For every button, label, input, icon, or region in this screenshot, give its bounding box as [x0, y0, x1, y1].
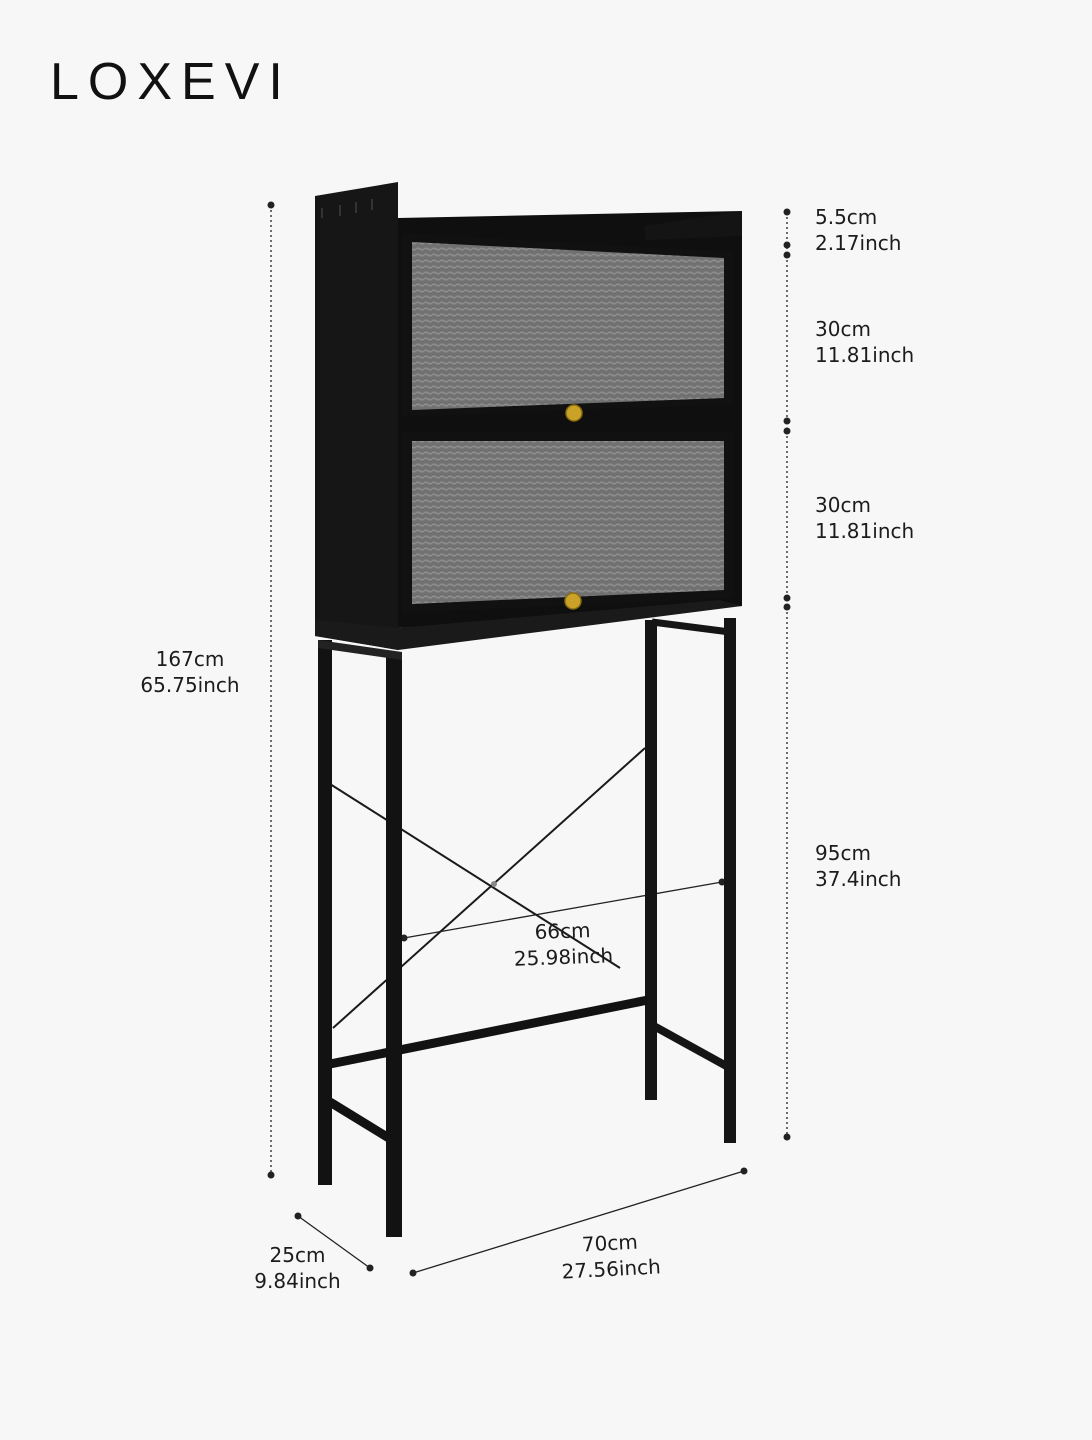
top-gap-cm: 5.5cm — [815, 205, 878, 229]
dimension-total-height: 167cm 65.75inch — [140, 646, 240, 698]
dimension-lines — [267, 201, 791, 1277]
upper-cabinet-cm: 30cm — [815, 317, 871, 341]
depth-cm: 25cm — [269, 1243, 326, 1267]
depth-inch: 9.84inch — [254, 1269, 341, 1293]
dimension-width: 70cm 27.56inch — [552, 1227, 670, 1285]
cabinet-illustration — [315, 182, 742, 1237]
inner-width-inch: 25.98inch — [513, 943, 614, 971]
dimension-lower-cabinet: 30cm 11.81inch — [815, 492, 914, 544]
inner-width-cm: 66cm — [534, 918, 591, 944]
brand-logo: LOXEVI — [50, 53, 292, 111]
leg-height-inch: 37.4inch — [815, 867, 902, 891]
total-height-cm: 167cm — [155, 647, 225, 671]
lower-cabinet-inch: 11.81inch — [815, 519, 915, 543]
dimension-inner-width: 66cm 25.98inch — [507, 916, 619, 972]
upper-cabinet-inch: 11.81inch — [815, 343, 915, 367]
lower-cabinet-cm: 30cm — [815, 493, 871, 517]
top-gap-inch: 2.17inch — [815, 231, 902, 255]
dimension-leg-height: 95cm 37.4inch — [815, 840, 901, 892]
leg-height-cm: 95cm — [815, 841, 871, 865]
dimension-top-gap: 5.5cm 2.17inch — [815, 204, 901, 256]
dimension-upper-cabinet: 30cm 11.81inch — [815, 316, 914, 368]
total-height-inch: 65.75inch — [140, 673, 240, 697]
dimension-depth: 25cm 9.84inch — [245, 1242, 350, 1294]
